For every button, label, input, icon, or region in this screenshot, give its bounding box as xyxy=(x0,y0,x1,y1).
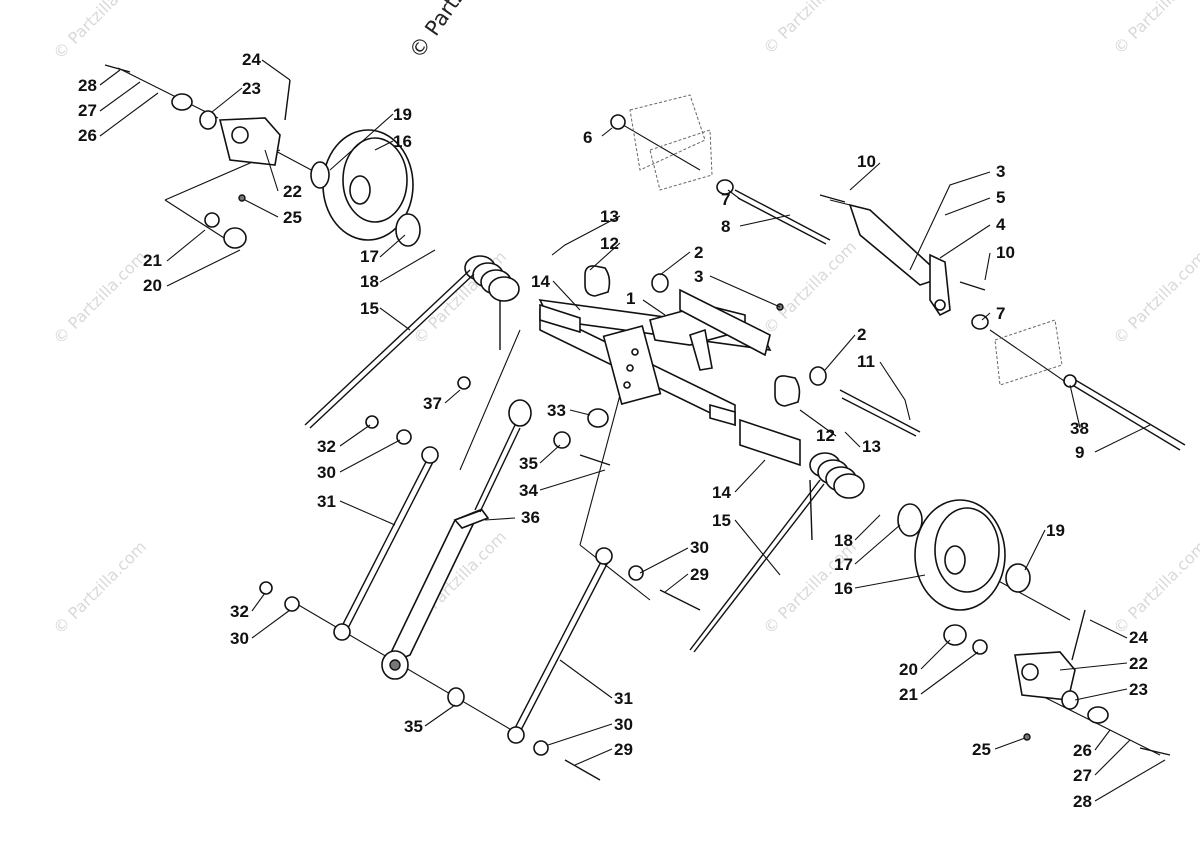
callout-16-right: 16 xyxy=(834,579,853,598)
callout-17-left: 17 xyxy=(360,247,379,266)
spacer-bushings xyxy=(539,265,827,467)
idler-wheel-left xyxy=(310,129,421,247)
callout-4: 4 xyxy=(996,215,1006,234)
callout-5: 5 xyxy=(996,188,1005,207)
callout-29-mid: 29 xyxy=(690,565,709,584)
callout-23-left: 23 xyxy=(242,79,261,98)
arm-block-right xyxy=(943,609,1109,724)
callout-12-top: 12 xyxy=(600,234,619,253)
callout-14-bottom: 14 xyxy=(712,483,731,502)
link-rods xyxy=(333,431,613,744)
watermark-main: © Partzilla.com xyxy=(404,0,517,63)
callout-29-bottom: 29 xyxy=(614,740,633,759)
callout-30-bottom-right: 30 xyxy=(614,715,633,734)
bolts-and-nuts xyxy=(104,64,1171,781)
callout-33: 33 xyxy=(547,401,566,420)
bracket-part xyxy=(848,203,951,317)
idler-wheel-right xyxy=(897,499,1031,611)
callout-37: 37 xyxy=(423,394,442,413)
callout-31-bottom: 31 xyxy=(614,689,633,708)
watermark-repeat: © Partzilla.com xyxy=(1109,0,1200,58)
callout-15-bottom: 15 xyxy=(712,511,731,530)
callout-labels: 28 27 26 24 23 19 16 22 25 21 20 17 18 1… xyxy=(78,50,1148,811)
callout-3-mid: 3 xyxy=(694,267,703,286)
callout-9: 9 xyxy=(1075,443,1084,462)
callout-19-right: 19 xyxy=(1046,521,1065,540)
callout-13-bottom: 13 xyxy=(862,437,881,456)
callout-23-right: 23 xyxy=(1129,680,1148,699)
callout-21-right: 21 xyxy=(899,685,918,704)
watermark-repeat: © Partzilla.com xyxy=(49,247,150,348)
callout-28-left: 28 xyxy=(78,76,97,95)
watermark-repeat: © Partzilla.com xyxy=(759,0,860,58)
callout-10-right: 10 xyxy=(996,243,1015,262)
callout-11: 11 xyxy=(857,352,875,371)
torsion-spring-left xyxy=(304,255,520,429)
callout-25-left: 25 xyxy=(283,208,302,227)
callout-26-left: 26 xyxy=(78,126,97,145)
callout-8: 8 xyxy=(721,217,730,236)
callout-leaders xyxy=(99,59,1166,802)
callout-35-top: 35 xyxy=(519,454,538,473)
callout-20-right: 20 xyxy=(899,660,918,679)
watermark-repeat: © Partzilla.com xyxy=(1109,247,1200,348)
callout-2-top: 2 xyxy=(694,243,703,262)
callout-15-left: 15 xyxy=(360,299,379,318)
callout-19-left: 19 xyxy=(393,105,412,124)
callout-24-right: 24 xyxy=(1129,628,1148,647)
callout-22-right: 22 xyxy=(1129,654,1148,673)
callout-18-left: 18 xyxy=(360,272,379,291)
callout-24-left: 24 xyxy=(242,50,261,69)
callout-12-bottom: 12 xyxy=(816,426,835,445)
callout-20-left: 20 xyxy=(143,276,162,295)
callout-28-right: 28 xyxy=(1073,792,1092,811)
callout-18-right: 18 xyxy=(834,531,853,550)
callout-32-top: 32 xyxy=(317,437,336,456)
callout-6: 6 xyxy=(583,128,592,147)
callout-36: 36 xyxy=(521,508,540,527)
callout-10-top: 10 xyxy=(857,152,876,171)
watermark-repeat: © Partzilla.com xyxy=(49,0,150,63)
torsion-spring-right xyxy=(689,452,865,653)
callout-2-right: 2 xyxy=(857,325,866,344)
callout-25-right: 25 xyxy=(972,740,991,759)
watermark-repeat: © Partzilla.com xyxy=(1109,537,1200,638)
callout-1: 1 xyxy=(626,289,635,308)
callout-14-top: 14 xyxy=(531,272,550,291)
callout-30-top: 30 xyxy=(317,463,336,482)
callout-21-left: 21 xyxy=(143,251,162,270)
main-axle-frame xyxy=(538,288,772,427)
callout-34: 34 xyxy=(519,481,538,500)
callout-35-bottom: 35 xyxy=(404,717,423,736)
callout-26-right: 26 xyxy=(1073,741,1092,760)
callout-32-bottom: 32 xyxy=(230,602,249,621)
callout-7-right: 7 xyxy=(996,304,1005,323)
callout-31-top: 31 xyxy=(317,492,336,511)
callout-38: 38 xyxy=(1070,419,1089,438)
callout-17-right: 17 xyxy=(834,555,853,574)
callout-16-left: 16 xyxy=(393,132,412,151)
chassis-fragment-top xyxy=(629,94,1063,386)
callout-27-right: 27 xyxy=(1073,766,1092,785)
callout-3-top: 3 xyxy=(996,162,1005,181)
watermark-repeat: © Partzilla.com xyxy=(49,537,150,638)
callout-30-mid: 30 xyxy=(690,538,709,557)
callout-27-left: 27 xyxy=(78,101,97,120)
arm-block-left xyxy=(171,79,291,249)
callout-30-bottom-left: 30 xyxy=(230,629,249,648)
shock-absorber xyxy=(381,399,532,680)
callout-7-top: 7 xyxy=(721,190,730,209)
callout-22-left: 22 xyxy=(283,182,302,201)
callout-13-top: 13 xyxy=(600,207,619,226)
watermark-repeat: © Partzilla.com xyxy=(759,237,860,338)
